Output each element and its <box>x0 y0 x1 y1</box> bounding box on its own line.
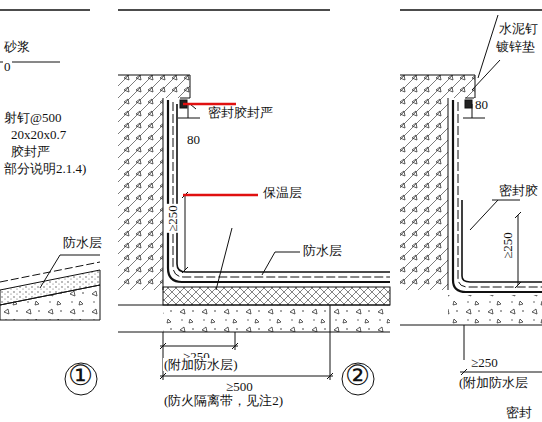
note-text: 水泥钉 <box>498 22 539 35</box>
note-text: (防火隔离带，见注2) <box>163 394 284 407</box>
note-text: 部分说明2.1.4) <box>3 162 87 175</box>
layer-label: 防水层 <box>62 236 103 249</box>
note-text: (附加防水层 <box>458 376 529 389</box>
layer-label: 防水层 <box>302 244 343 257</box>
note-text: 射钉@500 <box>3 111 62 124</box>
note-text: 密封胶封严 <box>207 106 274 119</box>
note-text: 0 <box>3 60 12 73</box>
note-text: 20x20x0.7 <box>10 128 67 141</box>
note-text: 密封 <box>505 406 533 419</box>
detail-number: ② <box>344 362 371 390</box>
note-text: 砂浆 <box>3 40 31 53</box>
dimension: ≥500 <box>225 380 254 393</box>
dimension: ≥250 <box>500 231 513 260</box>
detail-number: ① <box>67 362 94 390</box>
dimension: 80 <box>186 133 201 146</box>
note-text: 胶封严 <box>10 145 51 158</box>
dimension: ≥250 <box>470 356 499 369</box>
layer-label: 保温层 <box>262 186 303 199</box>
note-text: 密封胶 <box>498 184 539 197</box>
dimension: 80 <box>474 98 489 111</box>
dimension: ≥250 <box>165 204 178 233</box>
note-text: 镀锌垫 <box>495 40 536 53</box>
note-text: (附加防水层) <box>163 358 239 371</box>
